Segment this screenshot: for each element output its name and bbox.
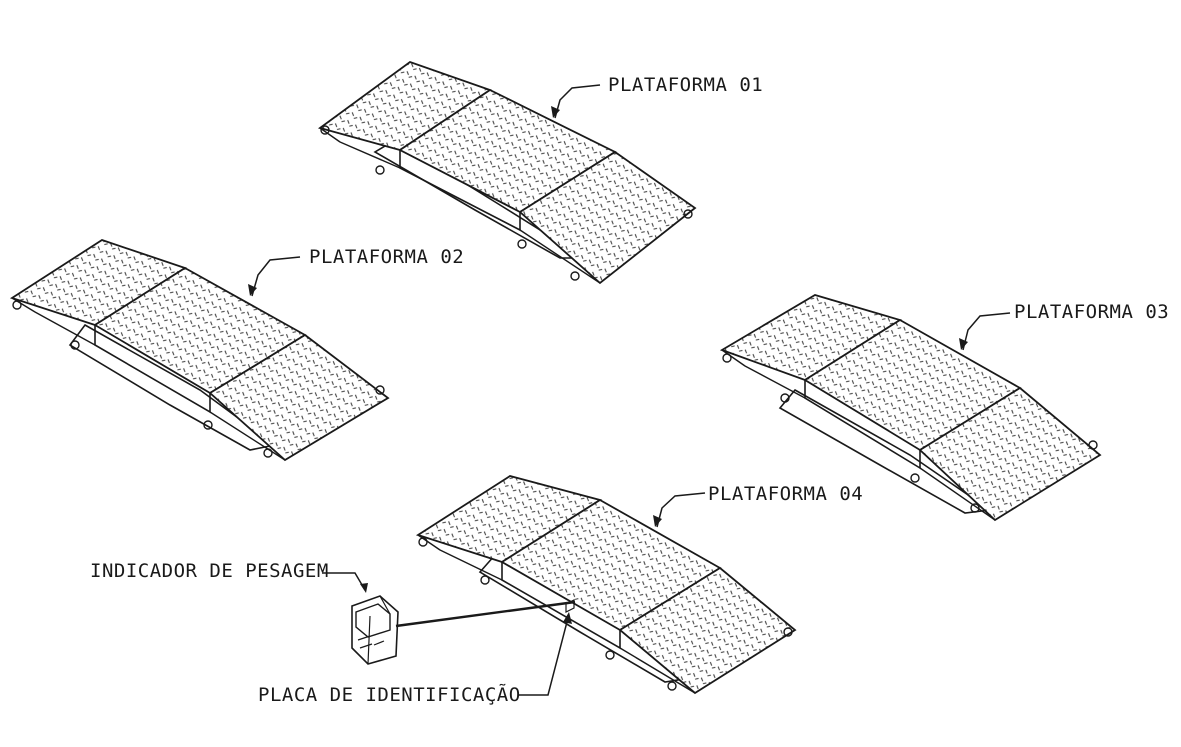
leader-line (656, 492, 706, 528)
platform-02 (9, 239, 390, 462)
platform-01 (317, 60, 697, 285)
platform-04 (415, 475, 797, 695)
indicator-arrow (360, 583, 368, 593)
leader-line (962, 312, 1011, 351)
id-plate-mark (565, 599, 575, 613)
indicator-screen (355, 603, 391, 638)
ramp-right (518, 150, 697, 285)
ramp-right (208, 333, 390, 462)
base-frame (373, 139, 588, 259)
label-plataforma-02: PLATAFORMA 02 (309, 246, 465, 268)
weighing-indicator (322, 572, 576, 665)
base-frame (68, 323, 277, 451)
leader-arrow (959, 338, 968, 350)
leader-arrow (551, 106, 560, 118)
id-plate-leader (518, 617, 569, 696)
label-plataforma-03: PLATAFORMA 03 (1014, 301, 1170, 323)
ramp-right (918, 386, 1102, 522)
label-placa-de-identificacao: PLACA DE IDENTIFICAÇÃO (258, 684, 521, 706)
leader-line (554, 84, 601, 119)
label-plataforma-04: PLATAFORMA 04 (708, 483, 864, 505)
ramp-right (618, 566, 797, 695)
id-plate-arrow (563, 612, 572, 624)
platform-03 (719, 294, 1102, 522)
label-plataforma-01: PLATAFORMA 01 (608, 74, 764, 96)
leader-arrow (653, 515, 662, 527)
identification-plate (518, 599, 575, 696)
signal-cable (395, 600, 576, 628)
label-indicador-de-pesagem: INDICADOR DE PESAGEM (90, 560, 329, 582)
base-frame (778, 388, 993, 514)
leader-arrow (248, 284, 257, 296)
leader-line (251, 256, 301, 297)
